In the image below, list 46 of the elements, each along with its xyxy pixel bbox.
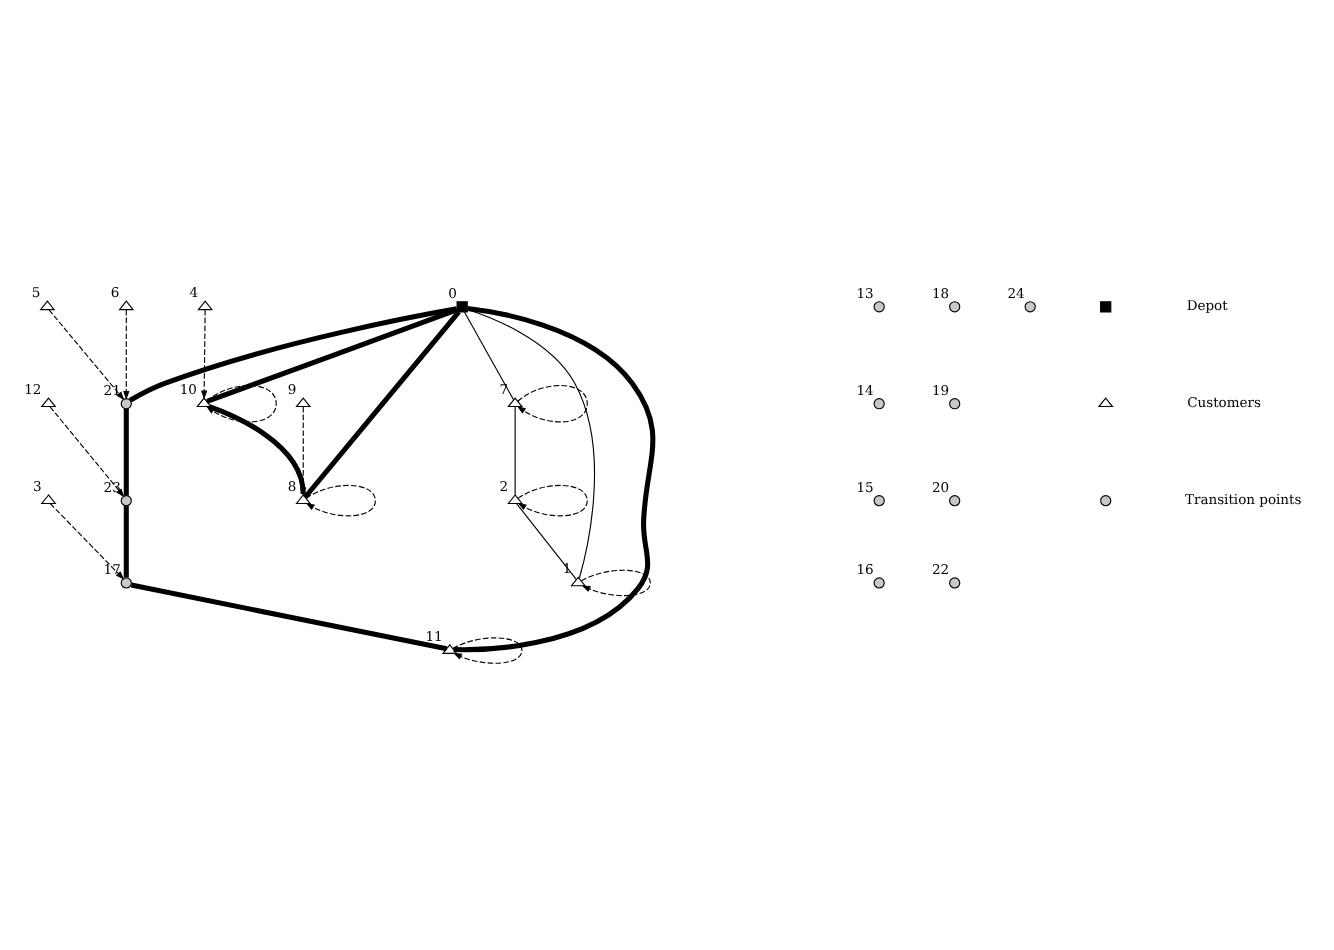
connector <box>516 503 577 580</box>
arrow <box>452 637 523 664</box>
node-triangle <box>507 494 524 505</box>
connector <box>453 305 656 653</box>
arrow <box>516 385 588 423</box>
arrow <box>49 503 125 580</box>
node-circle <box>873 301 885 313</box>
node-triangle <box>507 397 524 408</box>
node-triangle <box>295 494 312 505</box>
node-triangle <box>196 397 212 408</box>
node-circle <box>949 495 961 507</box>
node-circle <box>949 301 961 313</box>
connector <box>463 311 515 401</box>
node-circle <box>873 577 885 589</box>
connector <box>303 310 461 499</box>
node-circle <box>120 398 132 410</box>
node-circle <box>120 577 132 589</box>
node-triangle <box>118 300 135 311</box>
connector <box>514 406 516 496</box>
connector <box>130 582 448 652</box>
node-circle <box>1024 301 1036 313</box>
arrow <box>305 484 376 517</box>
node-triangle <box>197 300 214 311</box>
connector <box>206 307 458 404</box>
connector <box>123 506 129 578</box>
arrow <box>201 309 208 400</box>
connector <box>123 408 129 496</box>
node-triangle <box>40 397 57 408</box>
node-box <box>456 301 468 313</box>
node-circle <box>949 398 961 410</box>
connector <box>128 306 458 403</box>
node-circle <box>873 495 885 507</box>
node-triangle <box>570 576 587 587</box>
arrow <box>205 385 277 423</box>
arrow <box>123 309 130 400</box>
node-circle <box>949 577 961 589</box>
node-triangle <box>39 300 56 311</box>
arrow <box>48 309 125 401</box>
node-triangle <box>295 397 312 408</box>
node-triangle <box>441 644 458 654</box>
arrow <box>49 406 125 498</box>
node-triangle <box>40 494 57 505</box>
arrow <box>580 569 651 597</box>
node-circle <box>120 495 132 507</box>
arrow <box>517 484 588 517</box>
node-circle <box>873 398 885 410</box>
